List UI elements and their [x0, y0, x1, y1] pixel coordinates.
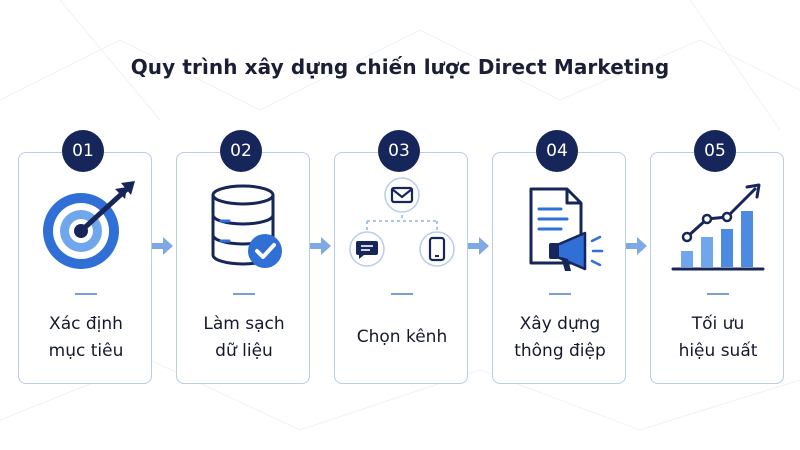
- step-number-badge: 05: [694, 130, 736, 172]
- divider: [707, 293, 729, 295]
- divider: [549, 293, 571, 295]
- step-label: Tối ưu hiệu suất: [651, 311, 785, 365]
- step-label-line2: hiệu suất: [678, 341, 758, 361]
- document-megaphone-icon: [493, 175, 627, 283]
- divider: [233, 293, 255, 295]
- step-card-build-message: Xây dựng thông điệp: [492, 152, 626, 384]
- channels-icon: [335, 175, 469, 283]
- step-number-badge: 02: [220, 130, 262, 172]
- step-card-clean-data: Làm sạch dữ liệu: [176, 152, 310, 384]
- arrow-right-icon: [152, 237, 173, 255]
- step-label-line1: Xây dựng: [519, 314, 601, 334]
- step-number-badge: 04: [536, 130, 578, 172]
- step-card-optimize-performance: Tối ưu hiệu suất: [650, 152, 784, 384]
- divider: [75, 293, 97, 295]
- target-arrow-icon: [19, 175, 153, 283]
- step-label-line1: Xác định: [49, 314, 123, 334]
- step-number-badge: 03: [378, 130, 420, 172]
- step-label-line1: Chọn kênh: [356, 327, 448, 347]
- step-number-badge: 01: [62, 130, 104, 172]
- step-card-choose-channel: Chọn kênh: [334, 152, 468, 384]
- step-label: Xây dựng thông điệp: [493, 311, 627, 365]
- database-check-icon: [177, 175, 311, 283]
- step-label-line1: Tối ưu: [691, 314, 745, 334]
- arrow-right-icon: [626, 237, 647, 255]
- step-label-line1: Làm sạch: [203, 314, 285, 334]
- growth-chart-icon: [651, 175, 785, 283]
- step-label: Làm sạch dữ liệu: [177, 311, 311, 365]
- step-label-line2: dữ liệu: [215, 341, 273, 361]
- divider: [391, 293, 413, 295]
- step-card-define-goals: Xác định mục tiêu: [18, 152, 152, 384]
- page-title: Quy trình xây dựng chiến lược Direct Mar…: [130, 55, 670, 79]
- step-label-line2: mục tiêu: [48, 341, 124, 361]
- step-label: Chọn kênh: [335, 324, 469, 351]
- step-label: Xác định mục tiêu: [19, 311, 153, 365]
- arrow-right-icon: [468, 237, 489, 255]
- arrow-right-icon: [310, 237, 331, 255]
- step-label-line2: thông điệp: [514, 341, 606, 361]
